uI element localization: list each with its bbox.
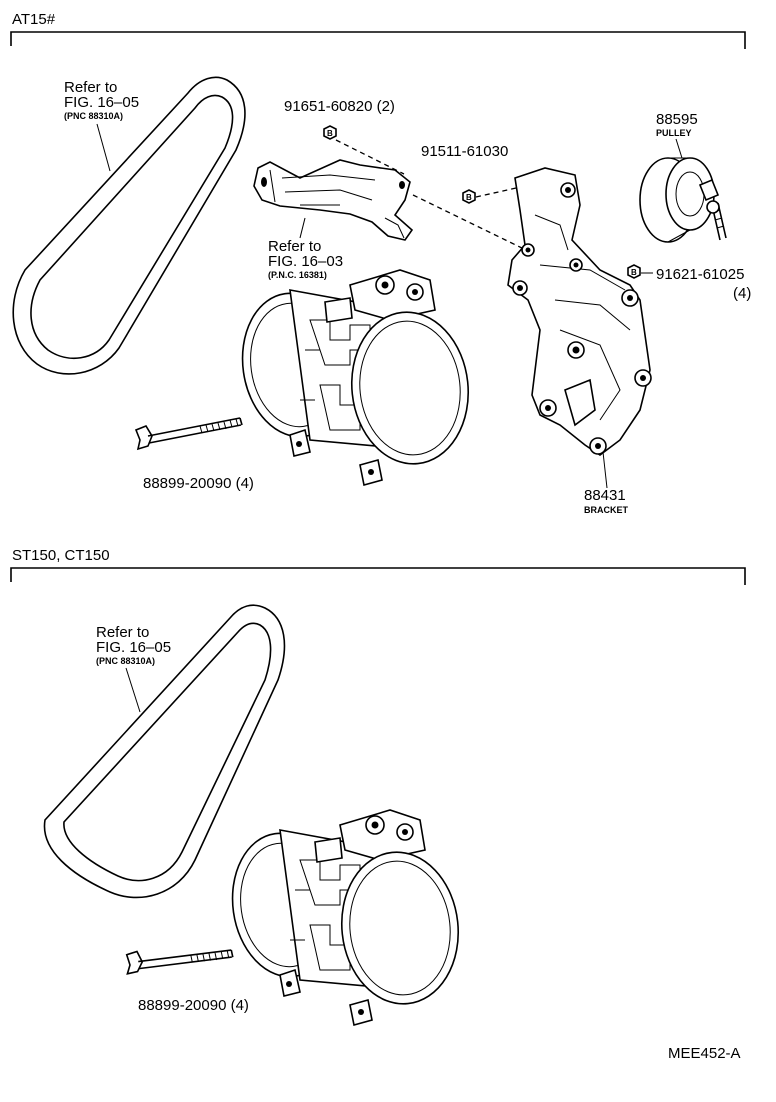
section-bracket-line <box>10 31 746 49</box>
label-bracket-name: BRACKET <box>584 505 629 515</box>
belt-reference-2: Refer to FIG. 16–05 (PNC 88310A) <box>96 624 171 666</box>
section-code-2: ST150, CT150 <box>12 547 110 564</box>
bolt-upper: B <box>323 125 337 140</box>
bracket-ref-line1: Refer to <box>268 238 321 255</box>
svg-text:B: B <box>327 129 333 138</box>
belt2-ref-line2: FIG. 16–05 <box>96 639 171 656</box>
figure-code: MEE452-A <box>668 1045 741 1062</box>
bracket-ref-line3: (P.N.C. 16381) <box>268 270 327 280</box>
v-belt-2 <box>43 604 286 899</box>
belt2-ref-line3: (PNC 88310A) <box>96 656 155 666</box>
label-bracket-number: 88431 <box>584 487 626 504</box>
section-st150-ct150: ST150, CT150 Refer to FIG. 16–05 (PNC 88… <box>10 547 746 1062</box>
leader-pulley <box>675 138 683 159</box>
belt-ref-line2: FIG. 16–05 <box>64 94 139 111</box>
belt2-ref-line1: Refer to <box>96 624 149 641</box>
label-bolt-right: 91621-61025 <box>656 266 744 283</box>
section-at15: AT15# Refer to FIG. 16–05 (PNC 88310A) R… <box>10 11 751 515</box>
belt-reference: Refer to FIG. 16–05 (PNC 88310A) <box>64 79 139 121</box>
leader-bolt-mid <box>412 185 527 251</box>
label-pulley-number: 88595 <box>656 111 698 128</box>
section-code: AT15# <box>12 11 56 28</box>
leader-bolt-upper <box>335 139 405 175</box>
belt-leader-line <box>96 123 111 172</box>
belt-leader-line-2 <box>125 667 141 713</box>
label-bolt-upper: 91651-60820 (2) <box>284 98 395 115</box>
bolt-right: B <box>627 264 641 279</box>
small-bracket-reference: Refer to FIG. 16–03 (P.N.C. 16381) <box>268 238 343 280</box>
label-bolt-long-2: 88899-20090 (4) <box>138 997 249 1014</box>
bracket-ref-line2: FIG. 16–03 <box>268 253 343 270</box>
v-belt <box>12 76 246 375</box>
label-bolt-long: 88899-20090 (4) <box>143 475 254 492</box>
small-bracket <box>253 159 414 241</box>
label-bolt-right-qty: (4) <box>733 285 751 302</box>
compressor-2 <box>222 809 467 1026</box>
leader-bracket <box>602 451 608 489</box>
belt-ref-line1: Refer to <box>64 79 117 96</box>
small-bracket-leader <box>299 217 306 239</box>
svg-text:B: B <box>631 268 637 277</box>
label-pulley-name: PULLEY <box>656 128 692 138</box>
section-bracket-line-2 <box>10 567 746 585</box>
svg-text:B: B <box>466 193 472 202</box>
label-bolt-mid: 91511-61030 <box>421 143 508 160</box>
belt-ref-line3: (PNC 88310A) <box>64 111 123 121</box>
main-bracket <box>507 167 652 456</box>
bolt-mid: B <box>462 189 476 204</box>
long-bolt <box>135 417 243 450</box>
pulley <box>639 157 727 243</box>
long-bolt-2 <box>124 941 235 982</box>
compressor <box>232 269 477 486</box>
